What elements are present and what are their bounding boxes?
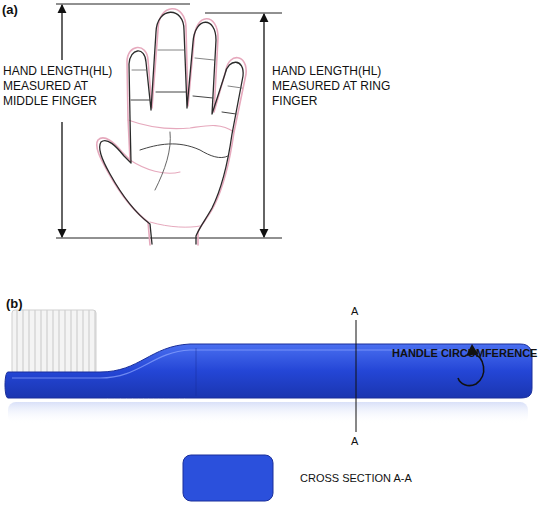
panel-label: (b) [6,296,23,311]
dimension-label: HAND LENGTH(HL) MEASURED AT MIDDLE FINGE… [3,64,128,109]
hand-sketch [97,9,246,245]
measurement-lines [56,4,282,238]
toothbrush [5,310,532,424]
dimension-label: HAND LENGTH(HL) MEASURED AT RING FINGER [272,64,397,109]
dimension-label: HANDLE CIRCUMFERENCE [392,346,537,361]
part-label: CROSS SECTION A-A [300,471,412,486]
section-mark: A [351,434,358,449]
cross-section-shape [183,455,273,501]
section-mark: A [351,304,358,319]
panel-label: (a) [2,2,18,17]
section-line [356,320,357,432]
